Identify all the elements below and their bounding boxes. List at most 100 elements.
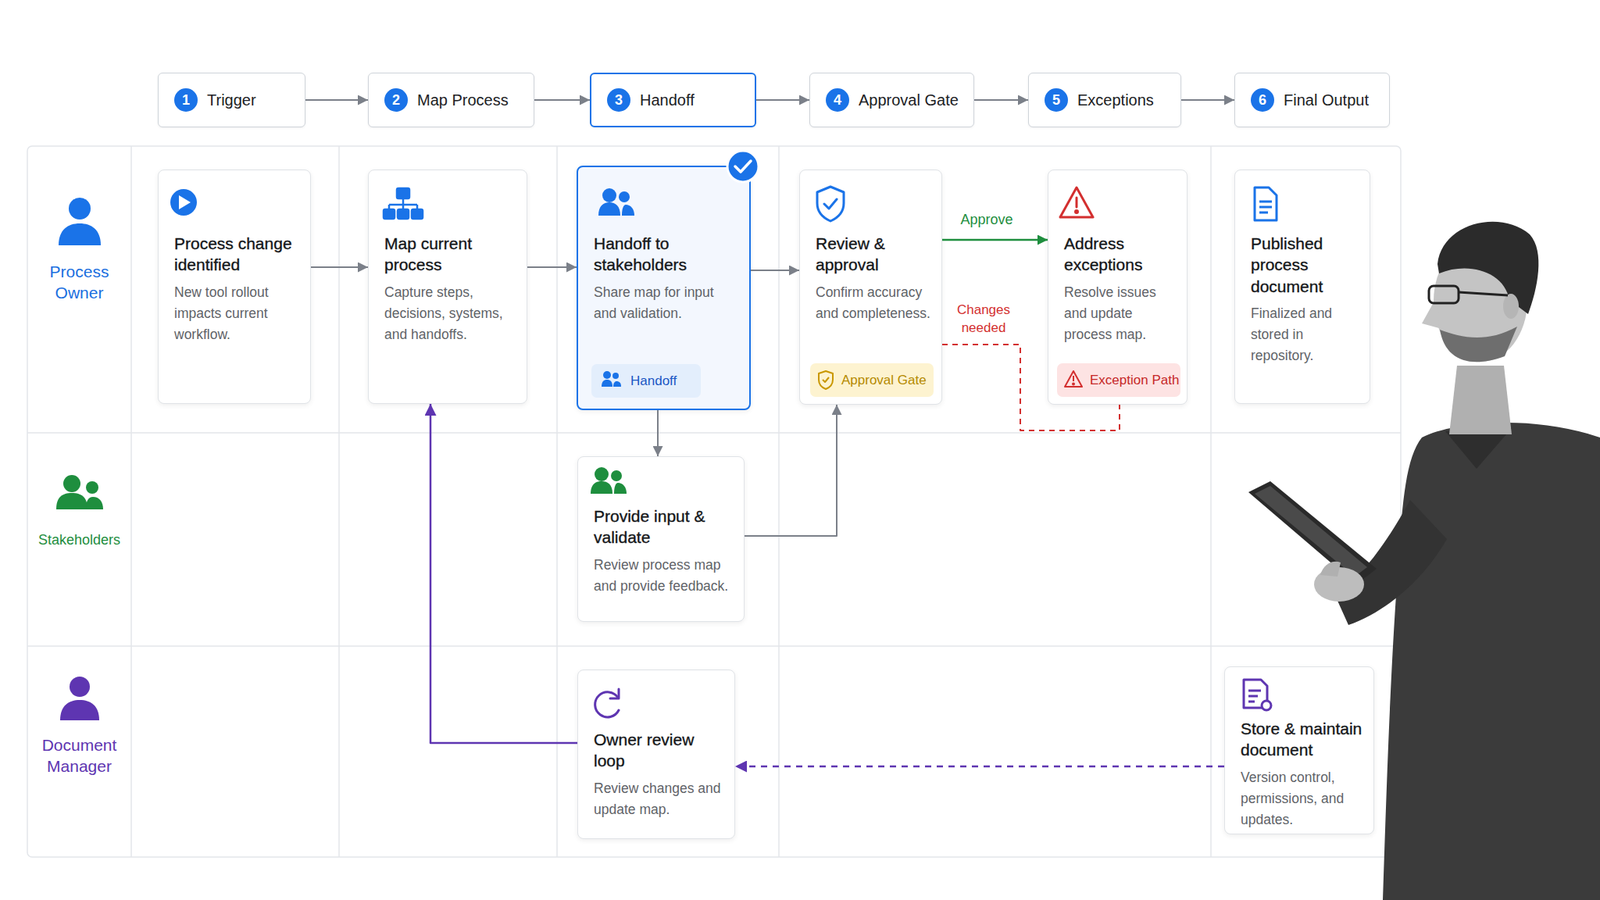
card-heading: Owner review loop (593, 728, 725, 772)
tag-icon (601, 371, 622, 387)
lane-icon (85, 481, 99, 494)
card-heading: Review & approval (815, 232, 933, 276)
step-number: 3 (607, 88, 631, 112)
card-body: Finalized and stored in repository. (1250, 303, 1361, 367)
card-heading: Map current process (384, 232, 518, 276)
card-heading: Store & maintain document (1240, 717, 1365, 761)
process-card: Provide input & validateReview process m… (577, 456, 745, 622)
warning-icon (1060, 187, 1093, 218)
card-body: Version control, permissions, and update… (1240, 767, 1365, 831)
people-icon (621, 204, 635, 216)
person-figure (1439, 326, 1518, 362)
connector (942, 344, 1120, 431)
person-figure (1382, 422, 1600, 900)
process-card: Owner review loopReview changes and upda… (577, 669, 736, 840)
document-icon (1254, 187, 1277, 221)
document-icon (1243, 679, 1268, 708)
swimlane: Process OwnerProcess change identifiedNe… (27, 146, 1401, 433)
people-icon (590, 467, 627, 494)
people-icon (598, 202, 621, 216)
tag-label: Handoff (630, 364, 701, 398)
connector (750, 269, 800, 272)
card-body: New tool rollout impacts current workflo… (174, 282, 301, 346)
person-figure (1445, 428, 1512, 469)
connector (942, 239, 1048, 242)
person-figure (1248, 481, 1377, 585)
connector (527, 266, 577, 268)
step-number: 4 (825, 88, 850, 112)
connector (534, 99, 590, 101)
tag-icon (1064, 371, 1083, 387)
check-badge (727, 150, 759, 183)
person-figure (1320, 561, 1341, 577)
document-icon (1248, 690, 1261, 702)
person-figure (1428, 285, 1459, 304)
card-body: Review changes and update map. (593, 778, 725, 821)
people-icon (618, 191, 630, 203)
hierarchy-icon (383, 209, 395, 219)
lane-icon (60, 676, 100, 721)
column-divider (778, 146, 780, 858)
hierarchy-icon (397, 209, 409, 219)
step-label: Final Output (1283, 91, 1369, 110)
people-icon (602, 188, 617, 203)
people-icon (590, 481, 613, 494)
people-icon (614, 482, 627, 494)
person-figure (1503, 293, 1519, 319)
lane-label: Document Manager (27, 734, 132, 778)
people-icon (610, 470, 622, 482)
card-body: Capture steps, decisions, systems, and h… (384, 282, 518, 346)
shield-icon (817, 186, 844, 222)
tag-icon (1072, 375, 1075, 382)
tag-icon (613, 381, 622, 387)
card-heading: Published process document (1250, 232, 1361, 297)
process-card: Map current processCapture steps, decisi… (367, 169, 528, 404)
step-number: 5 (1044, 88, 1068, 112)
refresh-icon (610, 689, 619, 699)
step-label: Map Process (417, 91, 509, 110)
lane-divider (27, 645, 1401, 647)
lane-divider (27, 432, 1401, 434)
connector (974, 99, 1029, 101)
step-label: Exceptions (1077, 91, 1154, 110)
step-label: Approval Gate (858, 91, 959, 110)
refresh-icon (595, 692, 619, 718)
person-figure (1433, 239, 1528, 362)
card-heading: Handoff to stakeholders (593, 232, 740, 276)
column-divider (556, 146, 558, 858)
play-icon (170, 189, 197, 216)
person-figure (1449, 365, 1512, 435)
process-card: Process change identifiedNew tool rollou… (157, 169, 311, 404)
edge-label: Approve (943, 210, 1030, 229)
tag-pill: Approval Gate (810, 363, 934, 397)
tag-label: Exception Path (1089, 363, 1181, 397)
tag-pill: Handoff (591, 364, 701, 398)
step-box: 2Map Process (367, 72, 535, 128)
step-box: 3Handoff (589, 72, 757, 128)
step-box: 5 Exceptions (1028, 72, 1182, 128)
connector (744, 404, 837, 536)
lane-icon (58, 223, 101, 246)
connector (310, 266, 368, 268)
people-icon (594, 467, 609, 482)
grid-frame (27, 146, 1401, 858)
tag-icon (1072, 383, 1075, 386)
tag-icon (818, 371, 833, 390)
tag-icon (603, 371, 611, 379)
swimlane: Stakeholders Provide input & validateRevi… (27, 432, 1401, 647)
document-icon (1254, 187, 1277, 221)
lane-label: Stakeholders (27, 531, 132, 550)
hierarchy-icon (411, 209, 423, 219)
tag-icon (1064, 371, 1083, 387)
person-figure (1458, 292, 1508, 296)
card-heading: Process change identified (174, 232, 301, 276)
process-card: Handoff to stakeholdersShare map for inp… (576, 165, 751, 411)
warning-icon (1060, 187, 1093, 218)
card-body: Review process map and provide feedback. (593, 554, 735, 597)
connector (735, 765, 1225, 768)
person-figure (1248, 221, 1600, 900)
column-divider (1210, 146, 1212, 858)
